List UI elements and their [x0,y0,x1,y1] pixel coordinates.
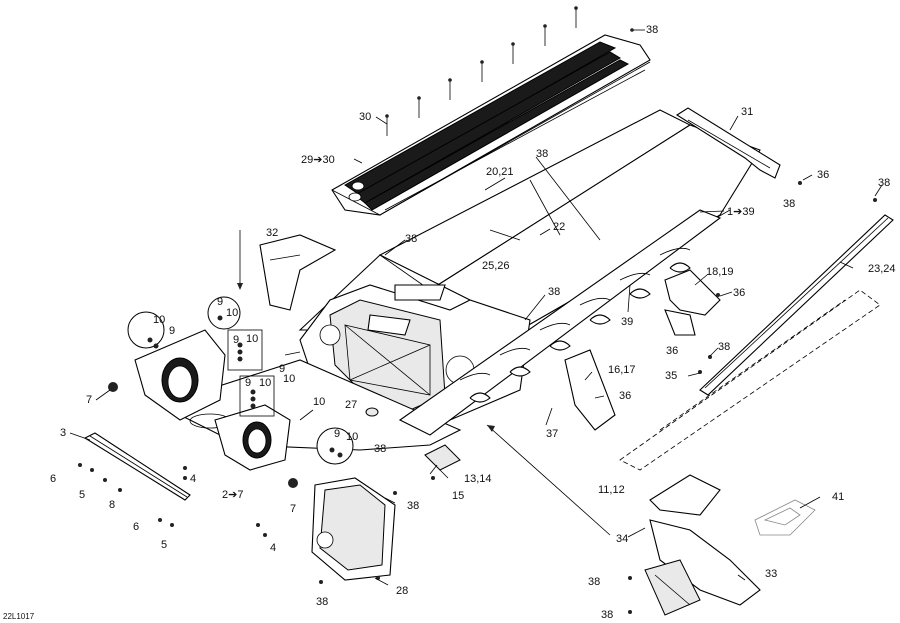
callout-38-mid: 38 [405,233,417,245]
front-bracket-right [214,404,291,471]
callout-15: 15 [452,490,464,502]
callout-36-plate: 36 [619,390,631,402]
plate-13-14 [424,444,461,471]
leader-lines [69,115,883,586]
footrest-rail [398,209,722,436]
callout-9-b: 9 [169,325,175,337]
callout-22: 22 [553,221,565,233]
callout-10-d: 10 [283,373,295,385]
part-27 [365,407,379,417]
callout-28: 28 [396,585,408,597]
callout-36-bracket: 36 [733,287,745,299]
callout-39: 39 [621,316,633,328]
callout-30: 30 [359,111,371,123]
callout-9-a: 9 [217,296,223,308]
callout-38-center: 38 [548,286,560,298]
callout-38-top: 38 [646,24,658,36]
callout-25-26: 25,26 [482,260,510,272]
callout-3: 3 [60,427,66,439]
callout-36-low: 36 [666,345,678,357]
callout-38-rail: 38 [718,341,730,353]
callout-38-bottom: 38 [316,596,328,608]
top-heat-exchanger [331,34,651,216]
callout-38-tunnel: 38 [536,148,548,160]
callout-38-cooler: 38 [407,500,419,512]
bracket-31 [675,107,781,179]
callout-5-a: 5 [79,489,85,501]
bracket-32 [259,234,337,311]
rail-23-24 [699,214,894,396]
callout-1-39: 1➔39 [727,206,755,218]
heat-exchanger-studs [385,6,645,136]
callout-7-left: 7 [86,394,92,406]
callout-9-f: 9 [334,428,340,440]
rail-3 [83,432,191,501]
callout-36-right: 36 [817,169,829,181]
callout-38-far-right: 38 [878,177,890,189]
explode-lines [237,230,611,536]
callout-38-lower: 38 [374,443,386,455]
callout-20-21: 20,21 [486,166,514,178]
callout-10-a: 10 [226,307,238,319]
callout-labels: 38 30 29➔30 38 20,21 31 36 38 38 1➔39 22… [3,24,896,621]
callout-34: 34 [616,533,628,545]
callout-4-b: 4 [270,542,276,554]
callout-37: 37 [546,428,558,440]
bracket-11-12 [649,474,721,516]
callout-11-12: 11,12 [598,484,625,496]
plate-16-17 [564,349,616,431]
diagram-code: 22L1017 [3,612,35,621]
callout-9-d: 9 [279,363,285,375]
callout-9-c: 9 [233,334,239,346]
callout-9-e: 9 [245,377,251,389]
callout-23-24: 23,24 [868,263,896,275]
callout-10-c: 10 [246,333,258,345]
callout-35: 35 [665,370,677,382]
part-41 [754,499,816,536]
callout-31: 31 [741,106,753,118]
callout-38-right: 38 [783,198,795,210]
callout-circle-c [316,427,354,465]
running-board-ghost [619,289,881,471]
callout-16-17: 16,17 [608,364,636,376]
callout-27: 27 [345,399,357,411]
callout-6-a: 6 [50,473,56,485]
bracket-18-19 [664,269,721,336]
callout-13-14: 13,14 [464,473,492,485]
callout-box-b [239,375,275,417]
cooler-28 [311,477,396,581]
callout-33: 33 [765,568,777,580]
callout-38-br-a: 38 [588,576,600,588]
callout-7-bottom: 7 [290,503,296,515]
callout-10-f: 10 [313,396,325,408]
bolts [78,181,877,614]
callout-5-b: 5 [161,539,167,551]
callout-29-30: 29➔30 [301,154,335,166]
callout-circle-b [127,311,165,349]
callout-circle-a [207,296,241,330]
front-bracket-left [134,329,226,421]
footrest-33 [644,519,761,616]
callout-18-19: 18,19 [706,266,734,278]
callout-10-g: 10 [346,431,358,443]
callout-41: 41 [832,491,844,503]
callout-38-br-b: 38 [601,609,613,621]
callout-4-a: 4 [190,473,196,485]
callout-10-b: 10 [153,314,165,326]
callout-32: 32 [266,227,278,239]
callout-8: 8 [109,499,115,511]
callout-6-b: 6 [133,521,139,533]
callout-10-e: 10 [259,377,271,389]
callout-2-7: 2➔7 [222,489,243,501]
callout-box-a [227,329,263,371]
